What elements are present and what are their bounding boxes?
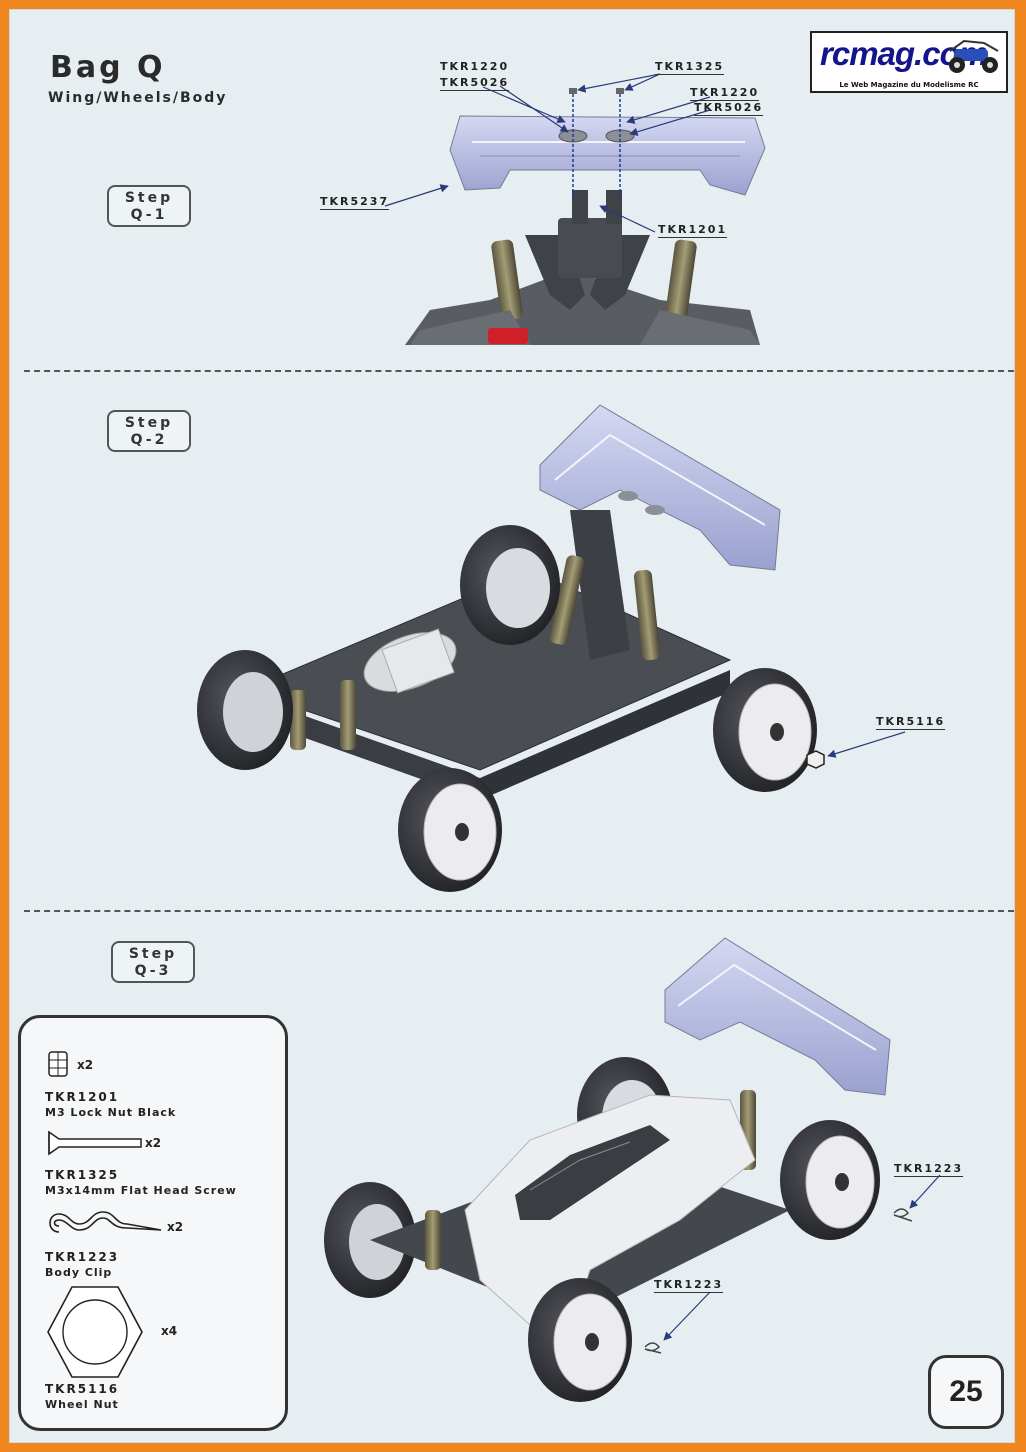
wheel-nut-q2 bbox=[806, 750, 825, 769]
lock-nut-icon bbox=[48, 1051, 68, 1077]
wing-mount-posts bbox=[572, 190, 622, 224]
step-q2-badge: Step Q-2 bbox=[107, 410, 191, 452]
q3-leader-lines bbox=[663, 1174, 941, 1341]
wheel-rear-right-q3 bbox=[780, 1120, 880, 1240]
callout-tkr1325: TKR1325 bbox=[655, 60, 725, 75]
wing-screws bbox=[572, 94, 621, 200]
body-shell bbox=[464, 1094, 756, 1331]
part-qty: x2 bbox=[167, 1220, 184, 1234]
q1-leader-lines bbox=[384, 73, 711, 233]
step-q3-label: Step bbox=[128, 946, 178, 962]
callout-tkr5116: TKR5116 bbox=[876, 715, 946, 730]
step-q1-label: Step bbox=[124, 190, 174, 206]
callout-tkr1201: TKR1201 bbox=[658, 223, 728, 238]
body-clips-q3 bbox=[644, 1208, 913, 1354]
part-qty: x2 bbox=[77, 1058, 94, 1072]
part-code: TKR1325 bbox=[45, 1168, 120, 1182]
step-q2-illustration bbox=[197, 404, 906, 892]
page-number: 25 bbox=[928, 1355, 1004, 1429]
buggy-logo-icon bbox=[949, 39, 999, 73]
step-q1-illustration bbox=[384, 73, 766, 345]
logo-tagline: Le Web Magazine du Modelisme RC bbox=[812, 81, 1006, 89]
part-qty: x4 bbox=[161, 1324, 178, 1338]
step-q2-label: Step bbox=[124, 415, 174, 431]
wheel-front-right bbox=[398, 768, 502, 892]
assembly-illustrations bbox=[197, 73, 941, 1402]
part-code: TKR1223 bbox=[45, 1250, 120, 1264]
step-q2-number: Q-2 bbox=[130, 432, 168, 448]
step-q3-badge: Step Q-3 bbox=[111, 941, 195, 983]
rear-wing-q1 bbox=[449, 115, 766, 196]
callout-tkr5237: TKR5237 bbox=[320, 195, 390, 210]
part-name: Wheel Nut bbox=[45, 1398, 119, 1411]
callout-tkr1223-front: TKR1223 bbox=[654, 1278, 724, 1293]
manual-page: Bag Q Wing/Wheels/Body rcmag.com Le Web … bbox=[9, 9, 1015, 1443]
page-title: Bag Q bbox=[50, 50, 166, 85]
part-name: M3x14mm Flat Head Screw bbox=[45, 1184, 237, 1197]
q2-leader-line bbox=[827, 731, 906, 758]
callout-tkr5026-right: TKR5026 bbox=[694, 101, 764, 116]
part-name: Body Clip bbox=[45, 1266, 113, 1279]
step-q3-illustration bbox=[324, 937, 941, 1402]
wheel-front-left bbox=[197, 650, 293, 770]
page-subtitle: Wing/Wheels/Body bbox=[48, 90, 228, 106]
part-name: M3 Lock Nut Black bbox=[45, 1106, 177, 1119]
body-clip-icon bbox=[49, 1211, 162, 1233]
wheel-front-right-q3 bbox=[528, 1278, 632, 1402]
buggy-chassis-q2 bbox=[243, 510, 732, 800]
wheel-rear-left bbox=[460, 525, 560, 645]
rcmag-logo[interactable]: rcmag.com Le Web Magazine du Modelisme R… bbox=[810, 31, 1008, 93]
parts-list-box: x2 TKR1201 M3 Lock Nut Black x2 TKR1325 … bbox=[18, 1015, 288, 1431]
callout-tkr5026-left: TKR5026 bbox=[440, 76, 510, 91]
wheel-nut-icon bbox=[47, 1286, 143, 1378]
rear-wing-q2 bbox=[539, 404, 781, 571]
section-divider bbox=[24, 910, 1014, 912]
rear-wing-q3 bbox=[664, 937, 891, 1096]
screw-heads bbox=[569, 88, 624, 94]
flat-head-screw-icon bbox=[48, 1130, 142, 1156]
part-qty: x2 bbox=[145, 1136, 162, 1150]
wheel-rear-right bbox=[713, 668, 817, 792]
step-q3-number: Q-3 bbox=[134, 963, 172, 979]
callout-tkr1223-right: TKR1223 bbox=[894, 1162, 964, 1177]
callout-tkr1220-left: TKR1220 bbox=[440, 60, 510, 73]
step-q1-number: Q-1 bbox=[130, 207, 168, 223]
part-code: TKR5116 bbox=[45, 1382, 120, 1396]
callout-tkr1220-right: TKR1220 bbox=[690, 86, 760, 101]
step-q1-badge: Step Q-1 bbox=[107, 185, 191, 227]
rear-chassis-view bbox=[405, 218, 760, 345]
section-divider bbox=[24, 370, 1014, 372]
part-code: TKR1201 bbox=[45, 1090, 120, 1104]
